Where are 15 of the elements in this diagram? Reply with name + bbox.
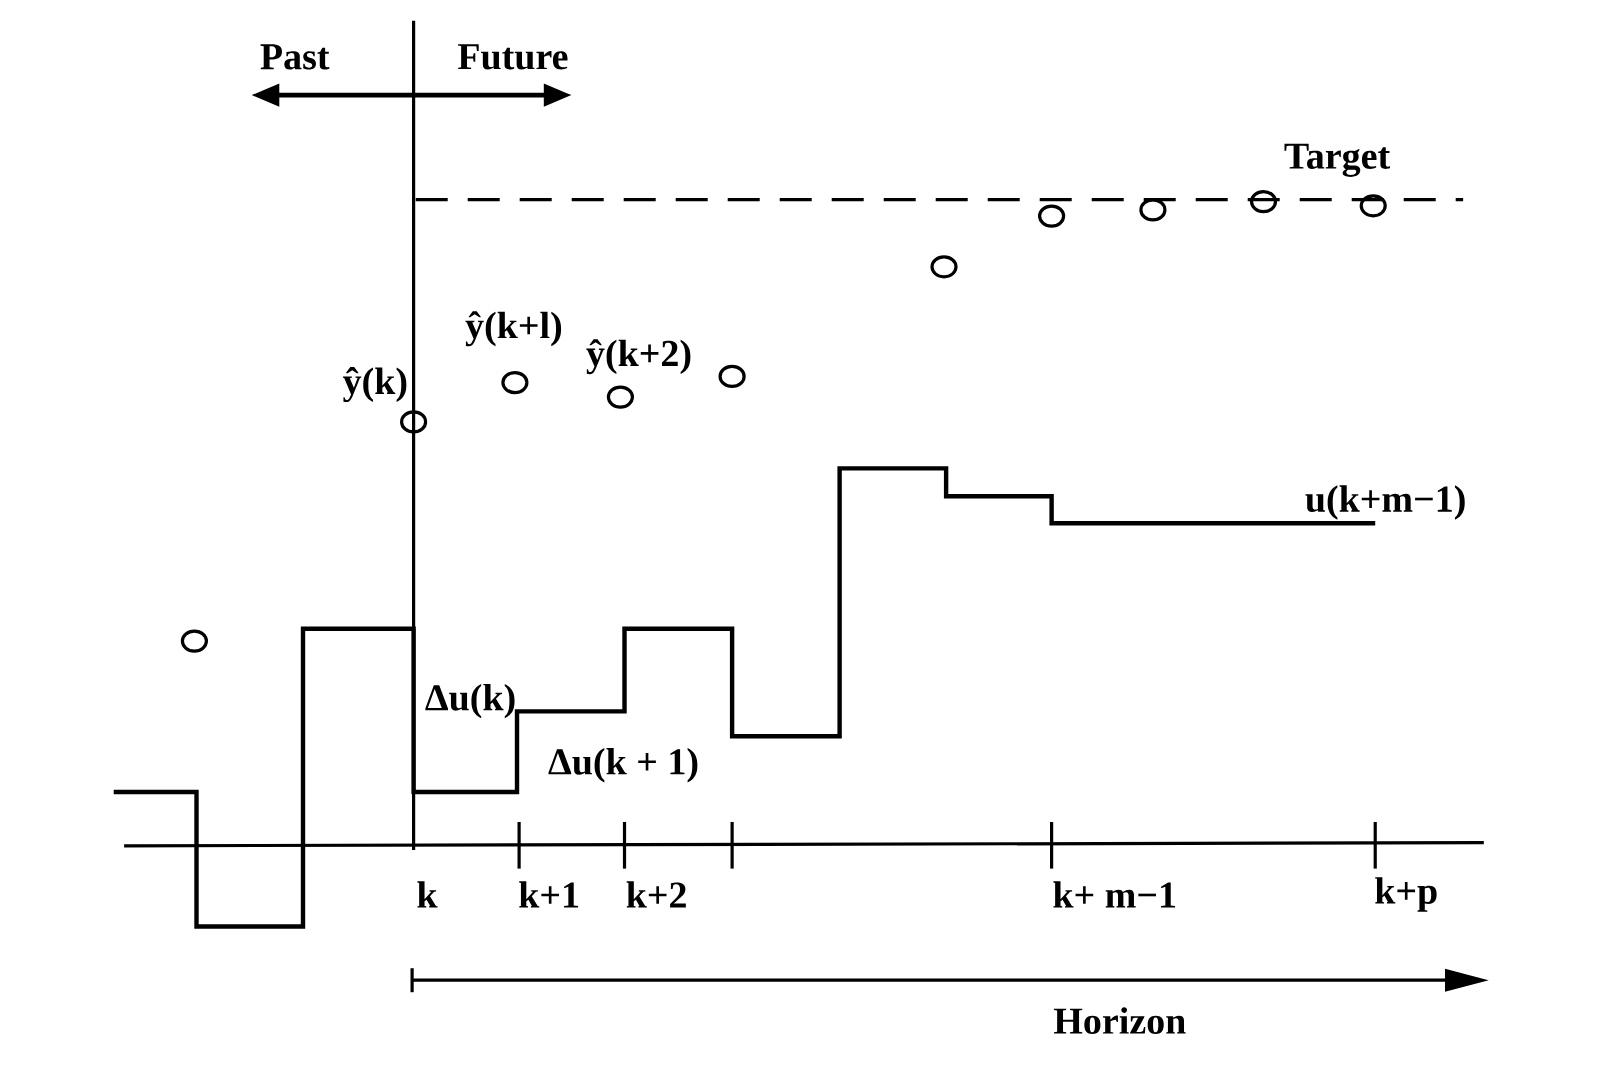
prediction-label: ŷ(k) xyxy=(342,367,407,403)
horizon-label: Horizon xyxy=(1054,1007,1186,1034)
input-label: u(k+m−1) xyxy=(1305,485,1465,520)
input-change-label: Δu(k) xyxy=(425,683,515,719)
tick-label: k+1 xyxy=(519,881,579,908)
prediction-label: ŷ(k+l) xyxy=(465,311,562,347)
input-change-label: Δu(k + 1) xyxy=(548,748,698,783)
prediction-label: ŷ(k+2) xyxy=(586,339,691,375)
direction-label: Past xyxy=(260,44,330,70)
tick-label: k xyxy=(417,881,438,908)
tick-label: k+2 xyxy=(626,881,686,908)
tick-label: k+ m−1 xyxy=(1053,881,1176,908)
tick-label: k+p xyxy=(1375,877,1437,912)
target-label: Target xyxy=(1284,143,1390,177)
direction-label: Future xyxy=(458,44,568,70)
